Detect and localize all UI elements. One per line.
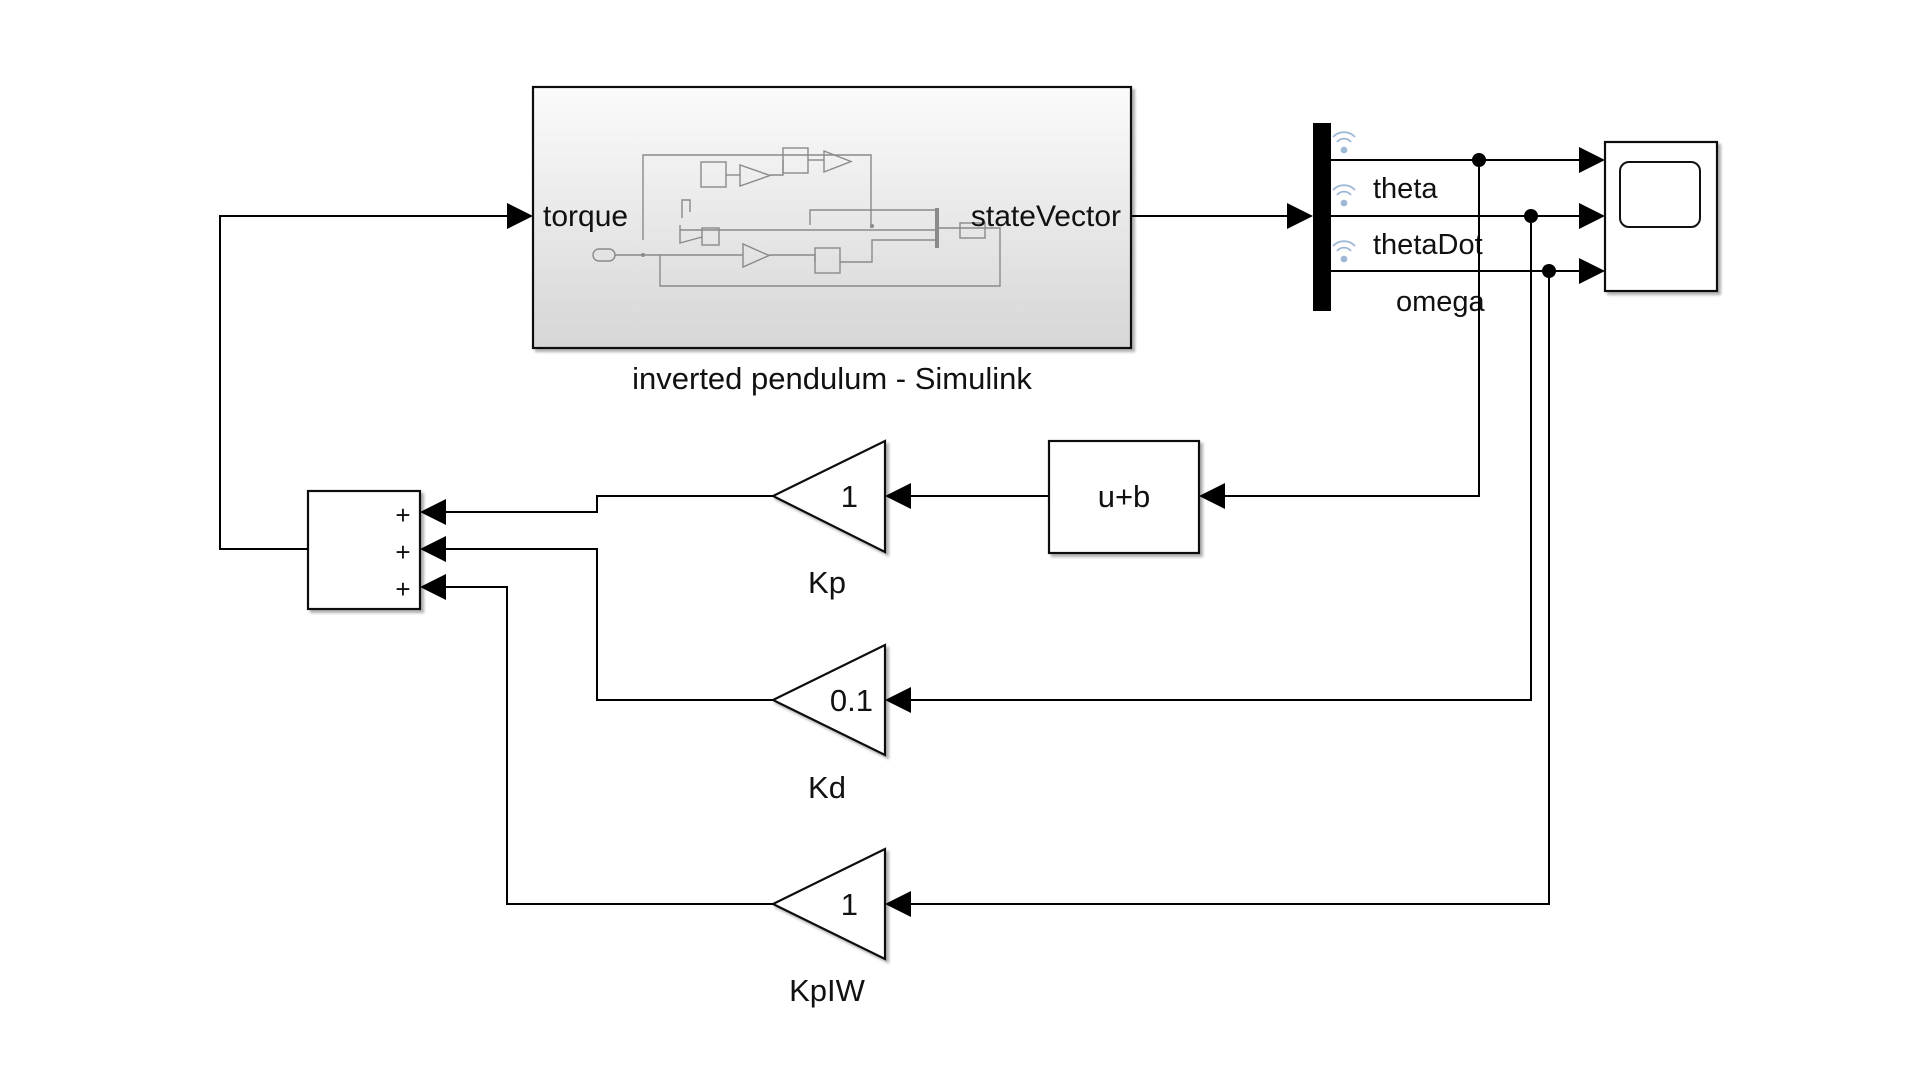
subsystem-name: inverted pendulum - Simulink <box>632 361 1032 396</box>
gain-block-kpiw[interactable]: 1 <box>770 847 887 961</box>
arrowhead <box>885 891 911 917</box>
wire-kp-to-sum <box>446 495 773 513</box>
gain-name-kpiw: KpIW <box>789 973 866 1008</box>
signal-lines <box>219 147 1605 917</box>
wire-kd-to-sum <box>446 548 773 701</box>
signal-label-theta: theta <box>1373 173 1438 205</box>
signal-label-omega: omega <box>1396 286 1486 318</box>
sum-sign: + <box>395 574 410 604</box>
signal-label-thetadot: thetaDot <box>1373 229 1483 261</box>
arrowhead <box>420 536 446 562</box>
subsystem-input-port-label: torque <box>543 200 628 233</box>
arrowhead <box>1579 258 1605 284</box>
wire-theta-branch <box>1225 160 1480 497</box>
scope-block[interactable] <box>1603 140 1719 293</box>
bias-block[interactable]: u+b <box>1047 439 1201 555</box>
subsystem-output-port-label: stateVector <box>971 200 1121 233</box>
subsystem-thumbnail <box>592 147 1001 287</box>
arrowhead <box>1287 203 1313 229</box>
arrowhead <box>885 687 911 713</box>
wire-thetadot-branch <box>911 216 1532 701</box>
arrowhead <box>507 203 533 229</box>
gain-value: 1 <box>841 479 858 514</box>
gain-value: 1 <box>841 887 858 922</box>
gain-block-kp[interactable]: 1 <box>770 439 887 554</box>
sum-block[interactable]: + + + <box>306 489 422 611</box>
gain-name-kp: Kp <box>808 565 846 600</box>
arrowhead <box>1579 147 1605 173</box>
subsystem-block[interactable]: torque stateVector <box>531 85 1133 350</box>
arrowhead <box>420 574 446 600</box>
arrowhead <box>885 483 911 509</box>
gain-name-kd: Kd <box>808 770 846 805</box>
arrowhead <box>1579 203 1605 229</box>
signal-logging-icon <box>1332 240 1356 263</box>
signal-logging-icon <box>1332 131 1356 154</box>
arrowhead <box>420 499 446 525</box>
gain-block-kd[interactable]: 0.1 <box>770 643 887 757</box>
sum-sign: + <box>395 537 410 567</box>
demux-block[interactable] <box>1313 123 1331 311</box>
wire-kpiw-to-sum <box>446 586 773 905</box>
gain-value: 0.1 <box>830 683 873 718</box>
signal-logging-icon <box>1332 184 1356 207</box>
sum-sign: + <box>395 500 410 530</box>
wire-torque <box>219 215 507 550</box>
arrowhead <box>1199 483 1225 509</box>
bias-block-label: u+b <box>1098 479 1151 514</box>
wire-omega-branch <box>911 271 1550 905</box>
